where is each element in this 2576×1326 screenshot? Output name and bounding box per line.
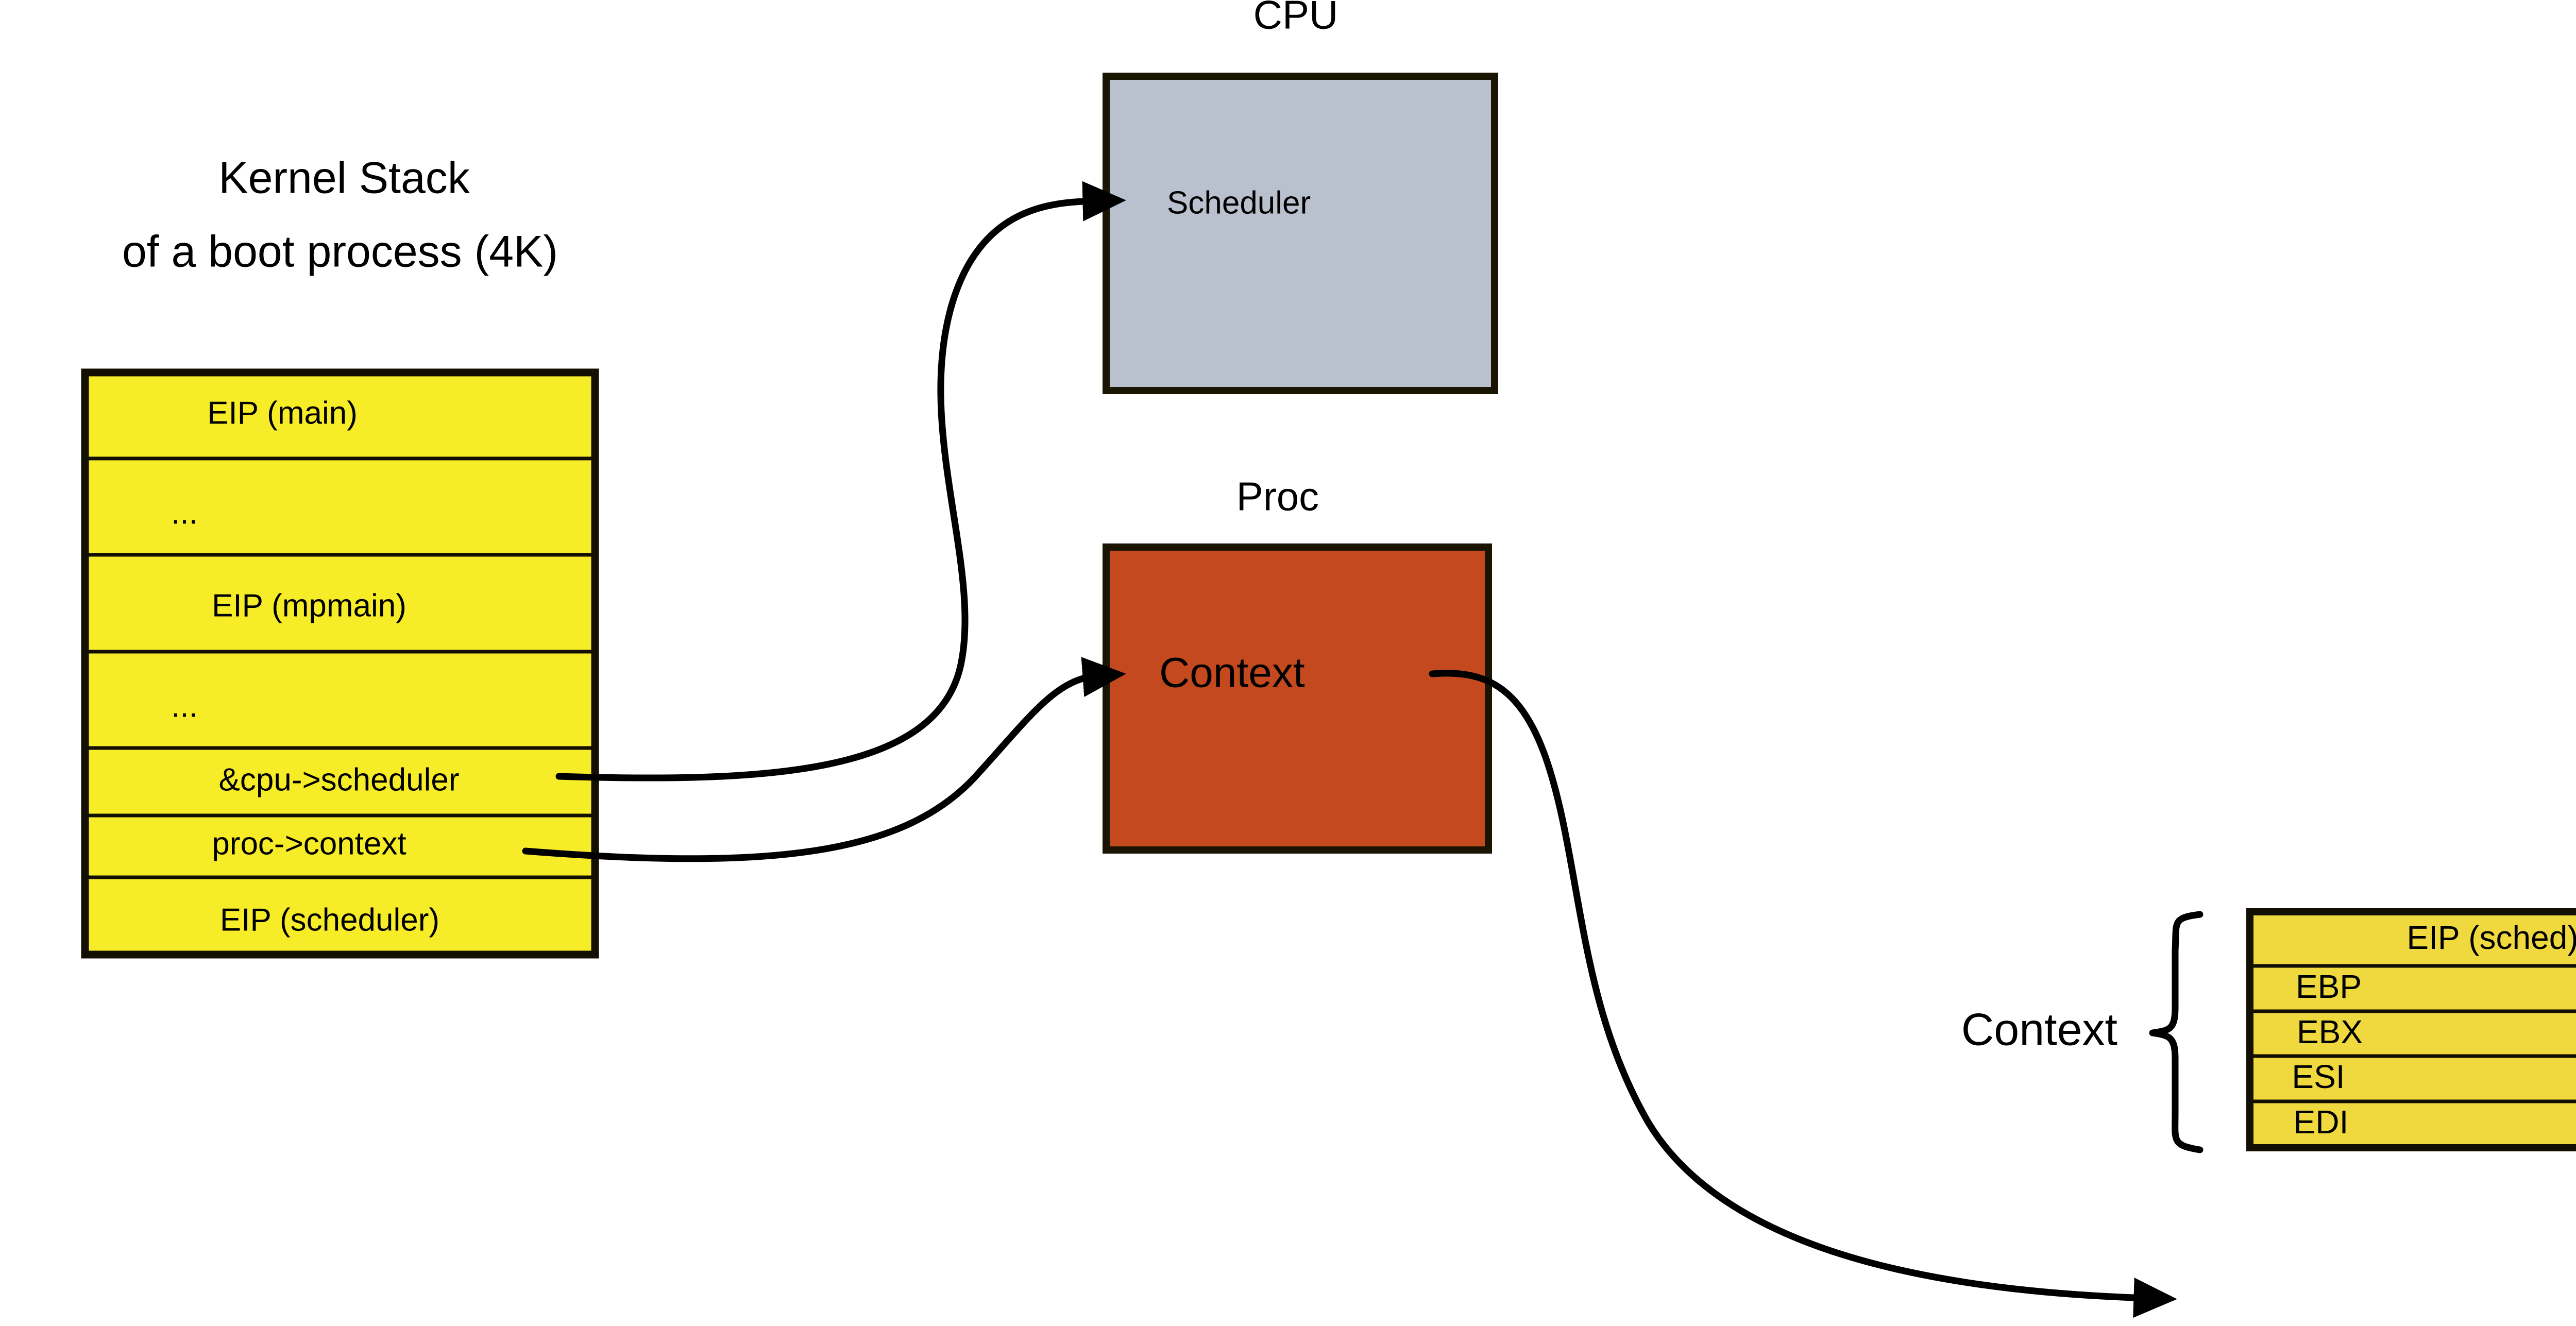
- connector-context-struct: [1429, 670, 2177, 1318]
- proc-box: [1103, 543, 1492, 854]
- kernel-stack-title-line1: Kernel Stack: [218, 154, 470, 203]
- stack-row-label-eip-main: EIP (main): [207, 395, 358, 431]
- kernel-stack-table: EIP (main) ... EIP (mpmain) ... &cpu->sc…: [81, 368, 599, 959]
- stack-row-label-proc-context: proc->context: [212, 826, 406, 861]
- context-row-label-eip-sched: EIP (sched): [2406, 919, 2576, 956]
- stack-row-label-cpu-scheduler: &cpu->scheduler: [219, 762, 460, 797]
- cpu-label: CPU: [1253, 0, 1338, 38]
- stack-row-label-eip-mpmain: EIP (mpmain): [212, 588, 406, 623]
- cpu-box: [1103, 73, 1498, 394]
- connector-cpu-scheduler: [555, 181, 1126, 781]
- context-brace-icon: [2149, 911, 2204, 1153]
- kernel-stack-table-outline: [81, 368, 599, 959]
- proc-context-label: Context: [1159, 650, 1305, 696]
- stack-row-label-ellipsis-1: ...: [171, 495, 198, 531]
- context-row-label-esi: ESI: [2292, 1058, 2345, 1095]
- stack-row-label-eip-scheduler: EIP (scheduler): [220, 902, 439, 938]
- context-row-label-edi: EDI: [2294, 1103, 2349, 1141]
- proc-label: Proc: [1236, 474, 1319, 519]
- context-struct-outline: [2246, 908, 2576, 1151]
- cpu-scheduler-label: Scheduler: [1167, 185, 1311, 220]
- context-row-label-ebp: EBP: [2296, 968, 2362, 1005]
- connector-proc-context: [522, 657, 1126, 862]
- stack-row-label-ellipsis-2: ...: [171, 688, 198, 724]
- kernel-stack-title-line2: of a boot process (4K): [122, 227, 558, 277]
- context-row-label-ebx: EBX: [2297, 1013, 2363, 1050]
- context-brace-label: Context: [1961, 1004, 2117, 1055]
- context-struct-table: EIP (sched) EBP EBX ESI EDI: [2246, 908, 2576, 1151]
